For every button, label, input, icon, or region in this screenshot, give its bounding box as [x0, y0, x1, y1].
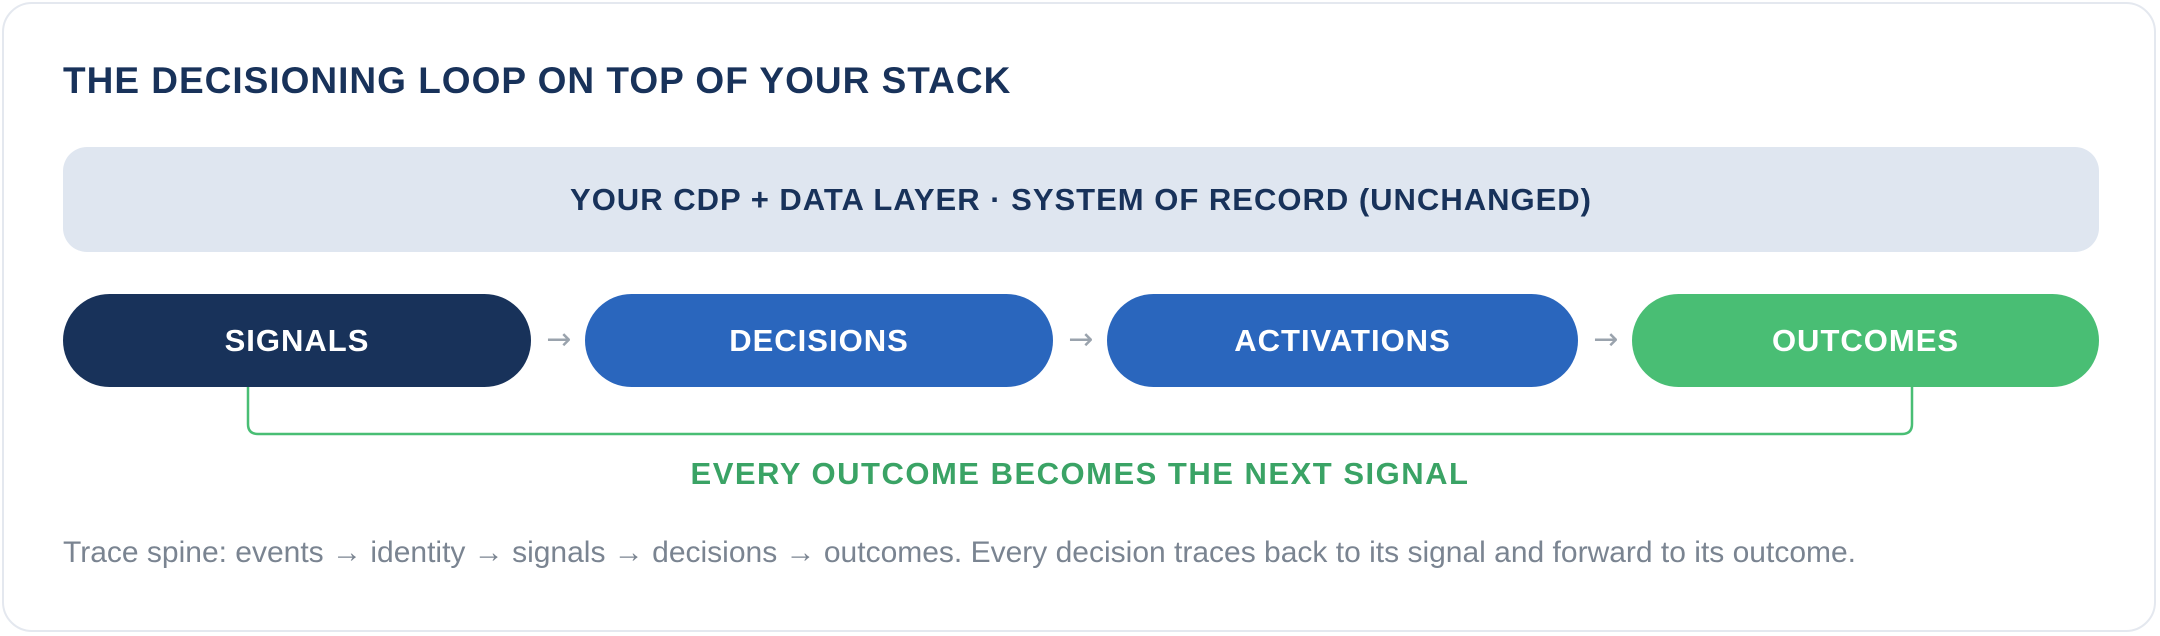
arrow-right-icon: → — [1593, 322, 1619, 357]
stage-signals-label: SIGNALS — [224, 322, 370, 358]
system-of-record-label: YOUR CDP + DATA LAYER · SYSTEM OF RECORD… — [570, 181, 1592, 217]
system-of-record-band: YOUR CDP + DATA LAYER · SYSTEM OF RECORD… — [63, 147, 2099, 252]
trace-spine-footnote: Trace spine: events → identity → signals… — [63, 536, 1857, 569]
stage-signals: SIGNALS — [63, 294, 531, 387]
diagram-title: THE DECISIONING LOOP ON TOP OF YOUR STAC… — [63, 60, 1012, 101]
stage-outcomes-label: OUTCOMES — [1771, 322, 1960, 358]
feedback-loop-label: EVERY OUTCOME BECOMES THE NEXT SIGNAL — [690, 456, 1470, 491]
stage-activations: ACTIVATIONS — [1107, 294, 1578, 387]
stage-outcomes: OUTCOMES — [1632, 294, 2099, 387]
stage-activations-label: ACTIVATIONS — [1234, 322, 1451, 358]
stage-decisions-label: DECISIONS — [729, 322, 909, 358]
stage-decisions: DECISIONS — [585, 294, 1053, 387]
arrow-right-icon: → — [1068, 322, 1094, 357]
arrow-right-icon: → — [546, 322, 572, 357]
